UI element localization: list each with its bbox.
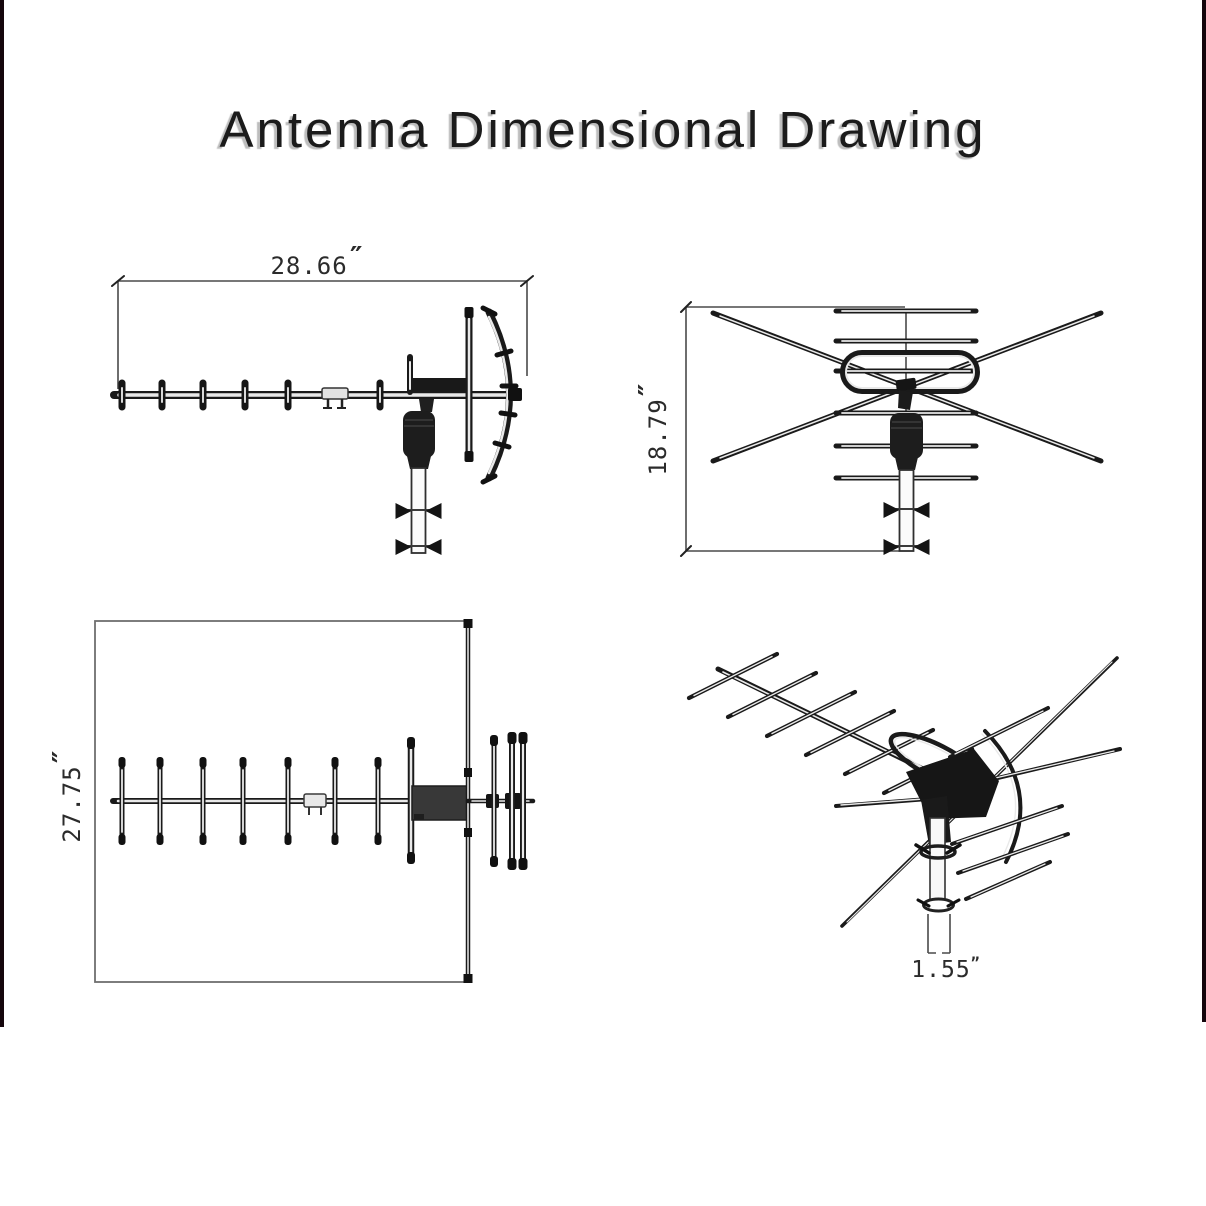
perspective-dimension-bracket: 1.55”	[911, 914, 980, 983]
top-boom-clamp	[303, 793, 327, 815]
front-mast	[882, 469, 931, 556]
front-view-drawing: 18.79″	[632, 301, 1104, 557]
perspective-mast	[914, 817, 962, 913]
top-reflector-bars	[490, 732, 528, 870]
side-view-dimension-label: 28.66″	[270, 240, 365, 280]
top-view-dimension-label: 27.75″	[46, 747, 86, 842]
side-phase-bar	[464, 307, 474, 462]
side-amplifier-box	[412, 378, 470, 392]
perspective-left-element	[834, 797, 930, 808]
front-rotor-motor	[890, 413, 923, 470]
top-view-drawing: 27.75″	[46, 619, 536, 983]
top-rotor-box	[411, 785, 469, 821]
front-feed-balun	[895, 377, 917, 410]
side-rotor-motor	[403, 399, 435, 469]
top-driven-element	[407, 737, 415, 864]
side-view-dimension-line: 28.66″	[111, 240, 534, 389]
front-view-dimension-line: 18.79″	[632, 301, 905, 557]
front-view-dimension-label: 18.79″	[632, 380, 672, 475]
perspective-dimension-label: 1.55”	[911, 954, 980, 983]
page-edge-artifact-left	[0, 0, 4, 1027]
side-reflector-arc	[480, 305, 522, 485]
perspective-reflector-rods	[948, 706, 1122, 901]
perspective-support-arc	[981, 729, 1023, 864]
side-boom-clamp	[321, 387, 349, 409]
page-edge-artifact-right	[1202, 0, 1206, 1022]
side-view-drawing: 28.66″	[110, 240, 534, 556]
side-mast	[394, 467, 443, 556]
perspective-view-drawing: 1.55”	[689, 654, 1122, 983]
page-title: Antenna Dimensional Drawing	[219, 101, 987, 158]
